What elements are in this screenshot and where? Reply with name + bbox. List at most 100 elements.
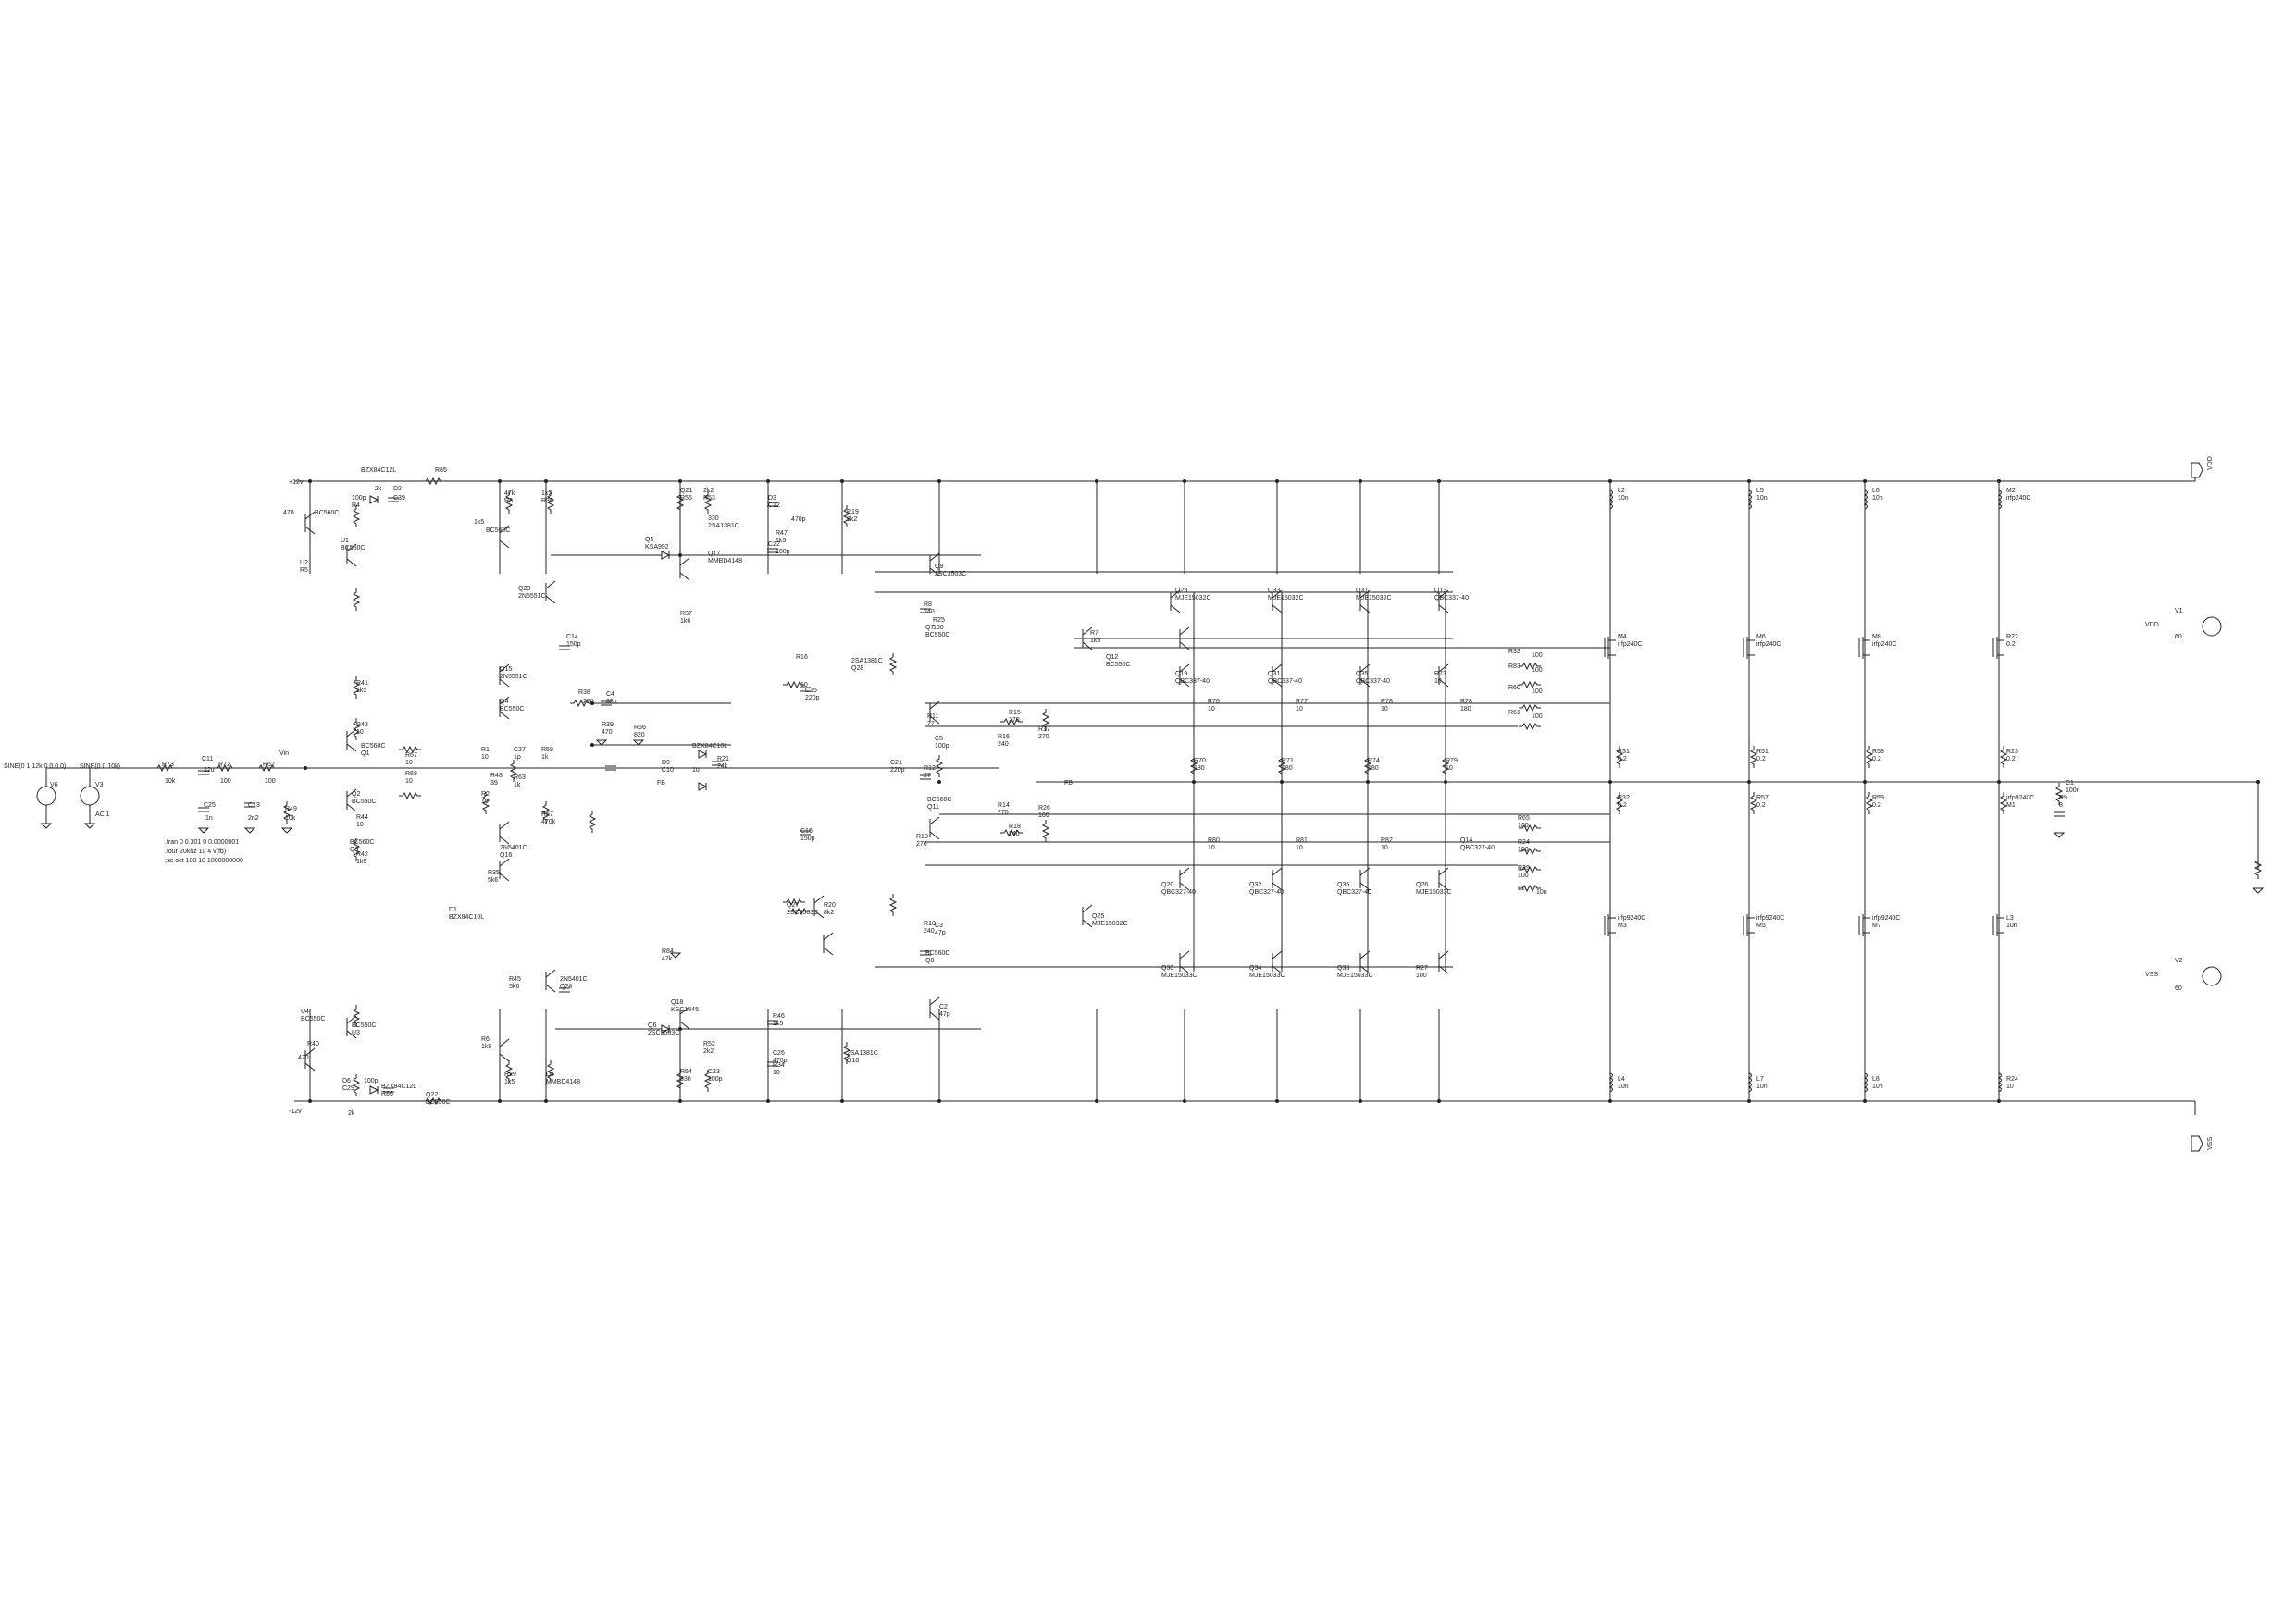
part-label: Q36: [1337, 882, 1349, 888]
bjt-emitter: [1359, 965, 1371, 974]
junction-dot: [1437, 1099, 1441, 1103]
diode-symbol: [698, 750, 708, 759]
resistor-symbol: [1519, 824, 1541, 833]
part-label: Q38: [1337, 965, 1349, 972]
part-label: M7: [1872, 923, 1881, 929]
part-label: QBC327-40: [1460, 845, 1495, 851]
resistor-symbol: [1519, 680, 1541, 689]
bjt-collector: [1438, 663, 1449, 673]
part-label: irfp9240C: [1872, 915, 1900, 922]
resistor-symbol: [783, 898, 805, 907]
part-label: 240: [998, 741, 1009, 748]
junction-dot: [1747, 1099, 1751, 1103]
part-label: 10: [1446, 765, 1453, 772]
junction-dot: [1359, 1099, 1362, 1103]
inductor-symbol: [1747, 1072, 1752, 1093]
part-label: 2N5401C: [500, 845, 527, 851]
resistor-symbol: [1363, 755, 1372, 777]
rail-vdd-tag: VDD: [2207, 456, 2214, 470]
inductor-symbol: [1997, 1072, 2002, 1093]
junction-dot: [544, 1099, 548, 1103]
resistor-symbol: [504, 1060, 514, 1083]
inductor-symbol: [1747, 489, 1752, 510]
part-label: MJE15033C: [1416, 889, 1452, 896]
part-label: 1p: [514, 754, 521, 761]
part-label: Q24: [560, 984, 572, 990]
part-label: irfp9240C: [1618, 915, 1645, 922]
part-label: 10: [1434, 678, 1442, 685]
part-label: QBC327-40: [1249, 889, 1284, 896]
part-label: R20: [824, 902, 836, 909]
part-label: Q32: [1249, 882, 1261, 888]
part-label: C10: [662, 767, 674, 774]
resistor-symbol: [1519, 865, 1541, 874]
part-label: 100p: [364, 1078, 379, 1084]
part-label: 2k2: [703, 1048, 714, 1055]
input-r62-val: 100: [265, 778, 276, 785]
part-label: C15: [805, 688, 817, 694]
bjt-collector: [304, 1047, 316, 1057]
part-label: Q1: [361, 750, 369, 757]
wires-layer: [45, 470, 2260, 1115]
bjt-collector: [1359, 867, 1371, 876]
part-label: L5: [1756, 488, 1764, 494]
part-label: R22: [2006, 634, 2018, 640]
part-label: 47k: [504, 490, 515, 497]
part-label: R10: [924, 921, 936, 927]
part-label: R11: [927, 713, 938, 720]
source-v6-ref: V6: [50, 782, 58, 788]
junction-dot: [1997, 780, 2001, 784]
part-label: Q37: [1356, 588, 1368, 594]
part-label: R70: [1194, 758, 1206, 764]
part-label: R60: [1508, 685, 1520, 691]
resistor-symbol: [399, 745, 421, 754]
part-label: M3: [1618, 923, 1627, 929]
part-label: R29: [504, 1072, 516, 1078]
ground-symbol: [2053, 832, 2066, 838]
junction-dot: [1863, 479, 1867, 483]
part-label: Q23: [518, 586, 530, 592]
part-label: BC560C: [315, 510, 339, 516]
part-label: BC550C: [500, 706, 524, 712]
part-label: R67: [405, 752, 417, 759]
part-label: R44: [356, 814, 368, 821]
junction-dot: [1183, 1099, 1186, 1103]
part-label: 1k5: [474, 519, 484, 526]
bjt-collector: [1359, 663, 1371, 673]
diode-symbol: [661, 1024, 671, 1034]
part-label: Q14: [1460, 837, 1472, 844]
part-label: 330: [680, 1076, 691, 1083]
vdd-port-flag: [2191, 462, 2203, 478]
part-label: R25: [933, 617, 945, 624]
part-label: Q34: [1249, 965, 1261, 972]
junction-dot: [498, 1099, 502, 1103]
resistor-symbol: [570, 699, 592, 708]
resistor-symbol: [842, 1042, 851, 1064]
part-label: R68: [405, 771, 417, 777]
part-label: 0.2: [1756, 756, 1766, 762]
part-label: R43: [356, 722, 368, 728]
part-label: Q12: [1106, 654, 1118, 661]
part-label: R85: [435, 467, 447, 474]
resistor-symbol: [282, 801, 292, 824]
part-label: R40: [307, 1041, 319, 1047]
bjt-emitter: [1359, 604, 1371, 613]
source-v2-symbol: [2202, 966, 2222, 986]
inductor-symbol: [1863, 1072, 1868, 1093]
bjt-emitter: [545, 984, 556, 993]
source-v1-ref: V1: [2175, 608, 2183, 614]
rail-pos-label: +12v: [289, 479, 304, 486]
resistor-symbol: [2253, 857, 2263, 879]
part-label: irfp240C: [2006, 495, 2030, 502]
bjt-collector: [929, 552, 940, 562]
bjt-collector: [1179, 626, 1190, 636]
resistor-symbol: [1519, 662, 1541, 671]
part-label: 10: [356, 729, 364, 736]
resistor-symbol: [1999, 746, 2008, 768]
diode-symbol: [369, 495, 379, 504]
bjt-emitter: [679, 1021, 690, 1030]
part-label: 100: [1038, 812, 1049, 819]
bjt-emitter: [346, 803, 357, 812]
part-label: C23: [708, 1069, 720, 1075]
